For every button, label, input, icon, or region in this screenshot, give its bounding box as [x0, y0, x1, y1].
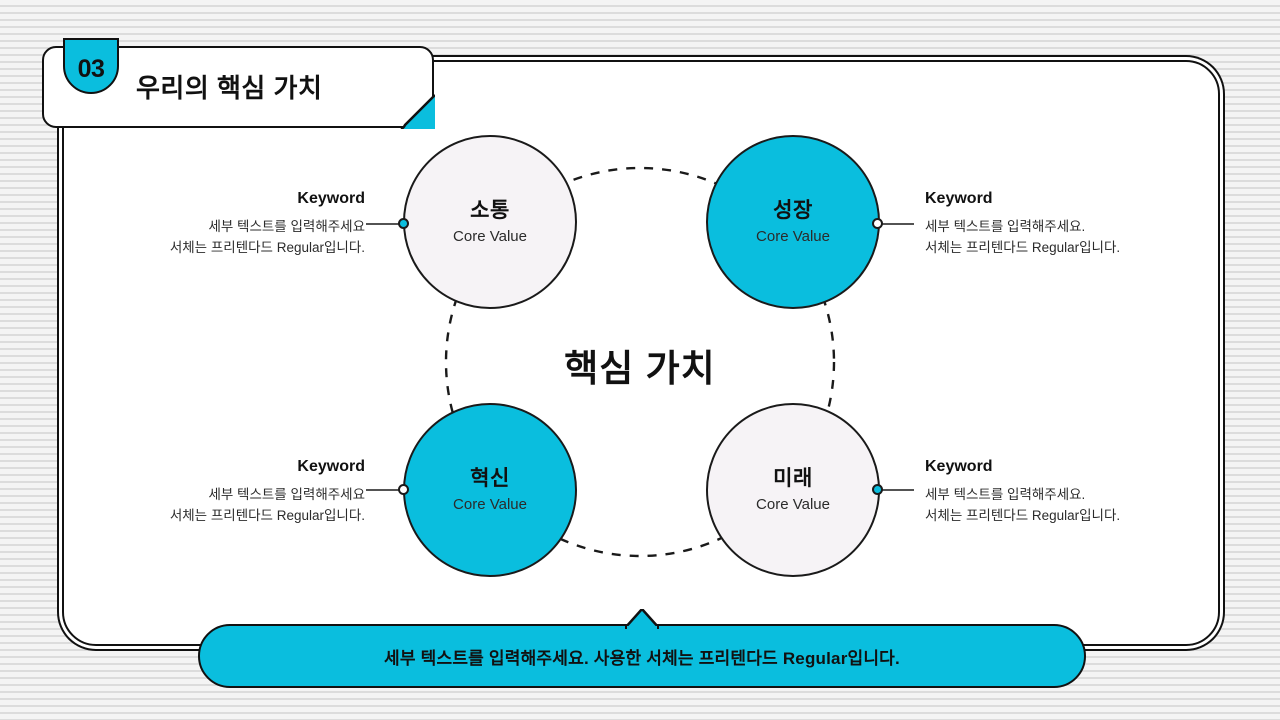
node-title: 소통	[470, 199, 510, 223]
banner-text: 세부 텍스트를 입력해주세요. 사용한 서체는 프리텐다드 Regular입니다…	[384, 648, 900, 668]
banner-notch-icon	[623, 607, 661, 631]
node-circle-bottom-left[interactable]: 혁신 Core Value	[403, 403, 577, 577]
section-header-tab: 03 우리의 핵심 가치	[42, 38, 435, 129]
node-title: 미래	[773, 467, 813, 491]
node-title: 혁신	[470, 467, 510, 491]
node-subtitle: Core Value	[453, 495, 527, 513]
slide-frame	[62, 60, 1220, 646]
node-subtitle: Core Value	[453, 227, 527, 245]
corner-fold-icon	[399, 93, 435, 129]
section-number-badge: 03	[63, 38, 119, 94]
node-subtitle: Core Value	[756, 495, 830, 513]
bottom-caption-banner: 세부 텍스트를 입력해주세요. 사용한 서체는 프리텐다드 Regular입니다…	[198, 607, 1086, 688]
section-number-text: 03	[77, 54, 105, 83]
node-circle-top-right[interactable]: 성장 Core Value	[706, 135, 880, 309]
node-subtitle: Core Value	[756, 227, 830, 245]
node-circle-top-left[interactable]: 소통 Core Value	[403, 135, 577, 309]
node-title: 성장	[773, 199, 813, 223]
node-circle-bottom-right[interactable]: 미래 Core Value	[706, 403, 880, 577]
section-title: 우리의 핵심 가치	[136, 73, 323, 103]
